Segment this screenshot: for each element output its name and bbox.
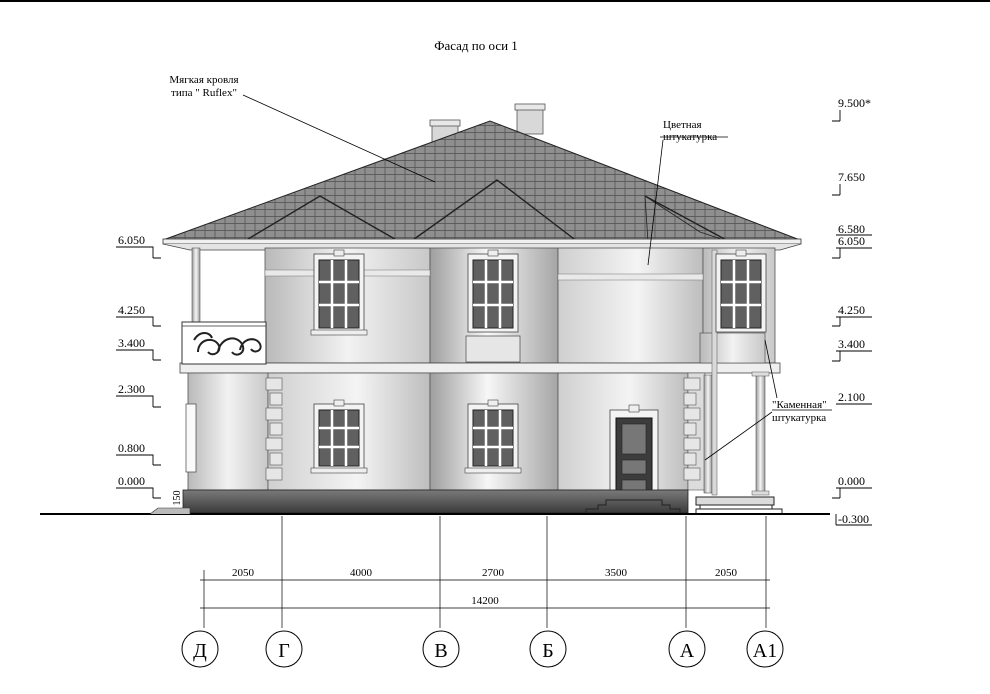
level-mark-label: 2.100 bbox=[838, 390, 865, 404]
level-mark: 2.100 bbox=[836, 390, 872, 405]
level-mark: 6.050 bbox=[832, 234, 872, 259]
level-mark-label: 4.250 bbox=[838, 303, 865, 317]
levels-right: 9.500* 7.650 6.580 6.050 4.250 3.400 2.1… bbox=[832, 96, 872, 526]
page-title: Фасад по оси 1 bbox=[434, 38, 518, 53]
axis-label: Г bbox=[278, 640, 290, 662]
level-mark-label: 0.000 bbox=[118, 474, 145, 488]
roof-note-line1: Мягкая кровля bbox=[169, 74, 238, 86]
stone-note-line1: "Каменная" bbox=[772, 399, 827, 411]
window-upper-2 bbox=[465, 249, 521, 363]
level-mark: 0.000 bbox=[832, 474, 872, 499]
roof-eave bbox=[162, 238, 802, 245]
level-mark: 3.400 bbox=[116, 336, 161, 361]
drainpipe bbox=[711, 249, 718, 496]
axis-bubble: Д bbox=[181, 630, 219, 668]
window-lower-1 bbox=[310, 399, 368, 474]
axis-label: Б bbox=[542, 640, 553, 662]
level-mark-label: 3.400 bbox=[118, 336, 145, 350]
plaster-note-line2: штукатурка bbox=[663, 131, 717, 143]
window-upper-3 bbox=[715, 249, 767, 333]
window-lower-2 bbox=[464, 399, 522, 474]
level-mark: 2.300 bbox=[116, 382, 161, 408]
level-mark: 6.050 bbox=[116, 233, 161, 259]
level-mark-label: 7.650 bbox=[838, 170, 865, 184]
axis-bubbles: Д Г В Б А А1 bbox=[181, 630, 784, 668]
dimension-label: 3500 bbox=[605, 567, 628, 579]
stone-quoins bbox=[265, 377, 701, 481]
dimension-label: 4000 bbox=[350, 567, 373, 579]
level-mark-label: 6.050 bbox=[838, 234, 865, 248]
level-mark: 4.250 bbox=[832, 303, 872, 327]
plinth bbox=[182, 489, 689, 514]
level-mark: 7.650 bbox=[832, 170, 865, 196]
roof-note-line2: типа " Ruflex" bbox=[171, 87, 237, 99]
interfloor-cornice bbox=[179, 362, 781, 374]
axis-label: В bbox=[434, 640, 447, 662]
window-upper-1 bbox=[310, 249, 368, 336]
dimension-chain: 2050 4000 2700 3500 2050 14200 bbox=[200, 516, 770, 628]
axis-bubble: Г bbox=[265, 630, 303, 668]
level-mark: 4.250 bbox=[116, 303, 161, 327]
roof bbox=[162, 103, 802, 251]
plaster-note-line1: Цветная bbox=[663, 119, 702, 131]
level-mark: 9.500* bbox=[832, 96, 871, 122]
dimension-label: 2050 bbox=[232, 567, 255, 579]
level-mark: -0.300 bbox=[835, 512, 872, 526]
balcony-post bbox=[191, 247, 201, 324]
porch-column-left bbox=[703, 374, 713, 494]
level-mark: 0.000 bbox=[116, 474, 161, 499]
level-mark: 3.400 bbox=[832, 337, 872, 362]
steps bbox=[585, 496, 783, 513]
level-mark-label: 4.250 bbox=[118, 303, 145, 317]
level-mark-label: 3.400 bbox=[838, 337, 865, 351]
entrance-door bbox=[609, 404, 659, 503]
level-mark-label: 6.580 bbox=[838, 222, 865, 236]
dimension-label: 2050 bbox=[715, 567, 738, 579]
level-mark-label: 9.500* bbox=[838, 96, 871, 110]
level-mark: 6.580 bbox=[836, 222, 872, 236]
axis-label: Д bbox=[193, 640, 207, 662]
level-mark-label: -0.300 bbox=[838, 512, 869, 526]
axis-bubble: А1 bbox=[746, 630, 784, 668]
axis-bubble: В bbox=[422, 630, 460, 668]
dimension-label: 2700 bbox=[482, 567, 505, 579]
axis-label: А1 bbox=[753, 640, 777, 662]
level-mark: 0.800 bbox=[116, 441, 161, 466]
level-mark-label: 0.800 bbox=[118, 441, 145, 455]
axis-bubble: Б bbox=[529, 630, 567, 668]
axis-label: А bbox=[680, 640, 695, 662]
level-mark-label: 0.000 bbox=[838, 474, 865, 488]
axis-bubble: А bbox=[668, 630, 706, 668]
level-mark-label: 6.050 bbox=[118, 233, 145, 247]
chimney-right bbox=[516, 107, 544, 135]
total-dimension-label: 14200 bbox=[471, 595, 499, 607]
windows bbox=[310, 249, 767, 474]
stone-note-line2: штукатурка bbox=[772, 412, 826, 424]
levels-left: 6.050 4.250 3.400 2.300 0.800 0.000 150 bbox=[116, 233, 183, 506]
porch-column-right bbox=[755, 374, 766, 494]
plinth-height-label: 150 bbox=[172, 491, 183, 506]
balcony-railing bbox=[181, 321, 267, 365]
level-mark-label: 2.300 bbox=[118, 382, 145, 396]
